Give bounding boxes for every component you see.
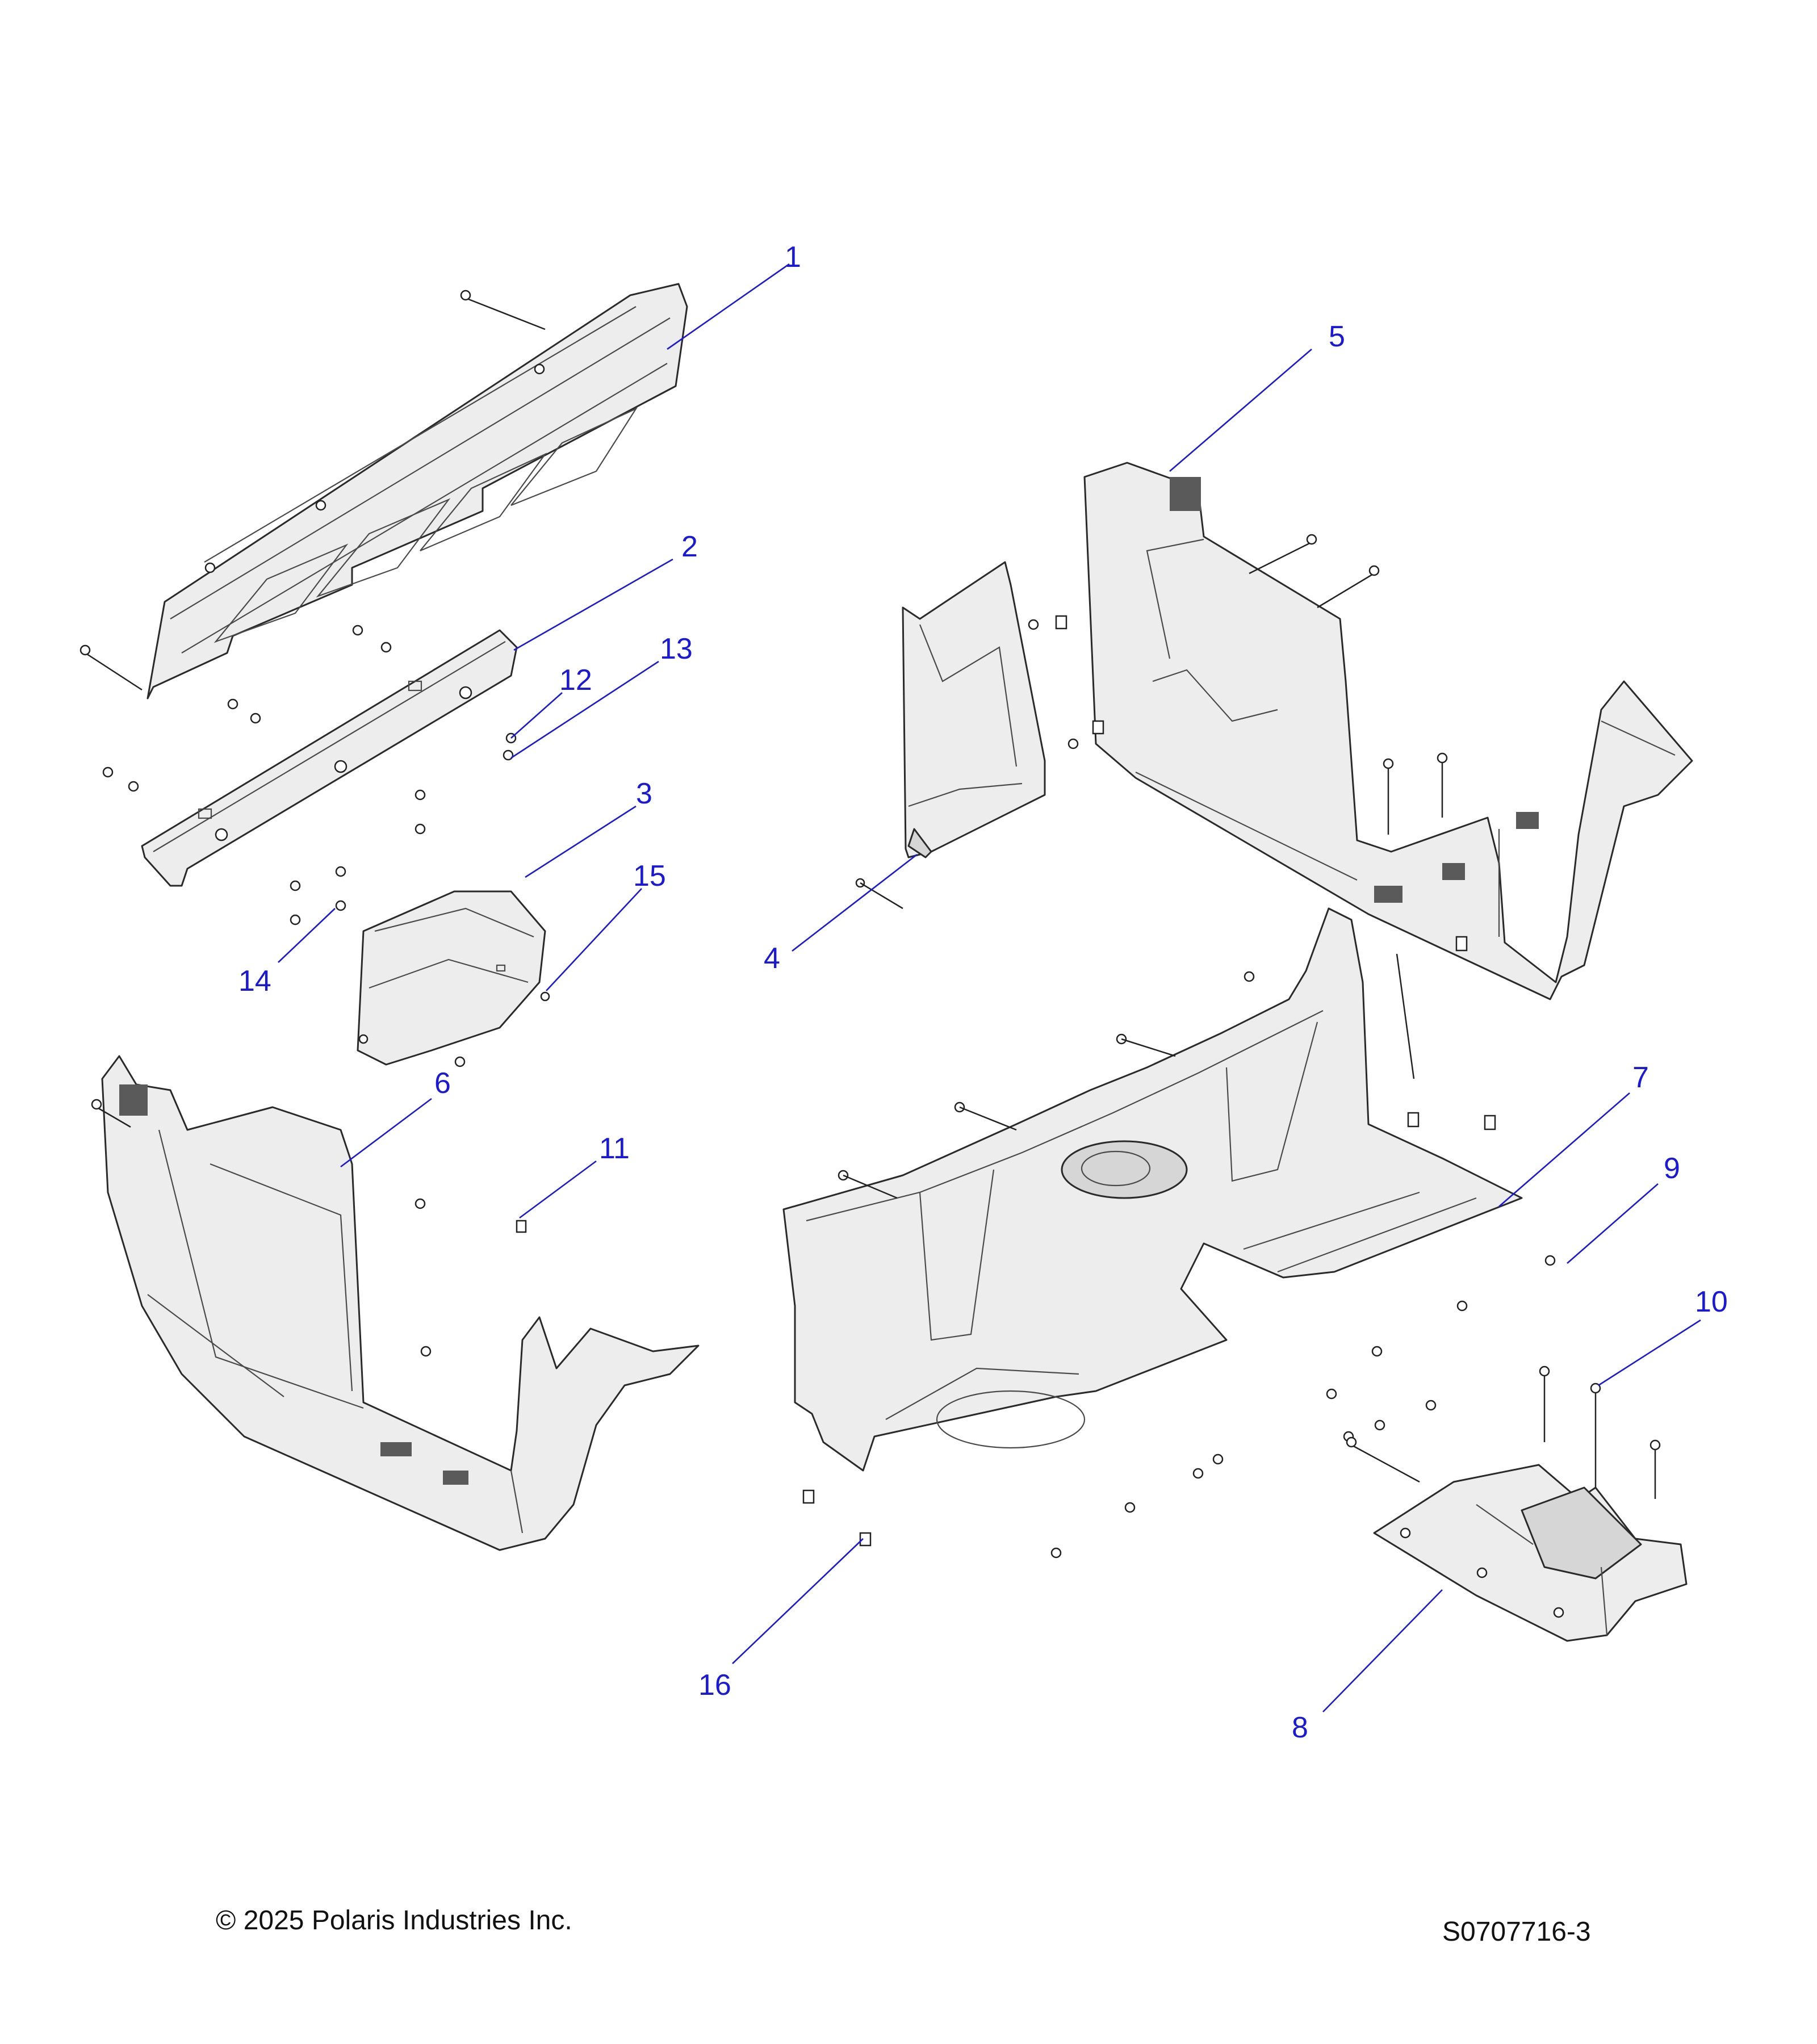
callout-12: 12 xyxy=(559,664,592,697)
figure-id: S0707716-3 xyxy=(1442,1917,1591,1947)
part-2-bracket-plate xyxy=(141,629,518,887)
part-1-upper-panel xyxy=(146,283,688,700)
part-7-floor-pan xyxy=(782,907,1523,1472)
part-6-left-side-assembly xyxy=(101,1055,700,1551)
callout-14: 14 xyxy=(238,965,271,998)
fasteners xyxy=(79,290,1661,1618)
callout-4: 4 xyxy=(764,942,780,975)
part-5-right-side-assembly xyxy=(1083,462,1693,1000)
callout-15: 15 xyxy=(633,860,666,893)
callout-9: 9 xyxy=(1664,1152,1680,1185)
callout-5: 5 xyxy=(1329,320,1345,353)
callout-13: 13 xyxy=(660,633,693,665)
part-4-inner-side-panel xyxy=(902,561,1046,858)
callout-6: 6 xyxy=(434,1067,451,1100)
callout-16: 16 xyxy=(698,1669,731,1702)
callout-7: 7 xyxy=(1632,1061,1649,1094)
callouts: 1 2 3 4 5 6 7 8 9 10 11 12 13 14 15 16 xyxy=(238,241,1728,1744)
callout-1: 1 xyxy=(785,241,801,274)
callout-10: 10 xyxy=(1695,1285,1728,1318)
copyright-notice: © 2025 Polaris Industries Inc. xyxy=(216,1905,572,1936)
callout-8: 8 xyxy=(1292,1711,1308,1744)
part-3-cover-housing xyxy=(357,890,546,1066)
part-8-lower-skid-cover xyxy=(1373,1464,1688,1642)
callout-3: 3 xyxy=(636,777,652,810)
callout-2: 2 xyxy=(681,530,698,563)
callout-11: 11 xyxy=(599,1132,630,1165)
